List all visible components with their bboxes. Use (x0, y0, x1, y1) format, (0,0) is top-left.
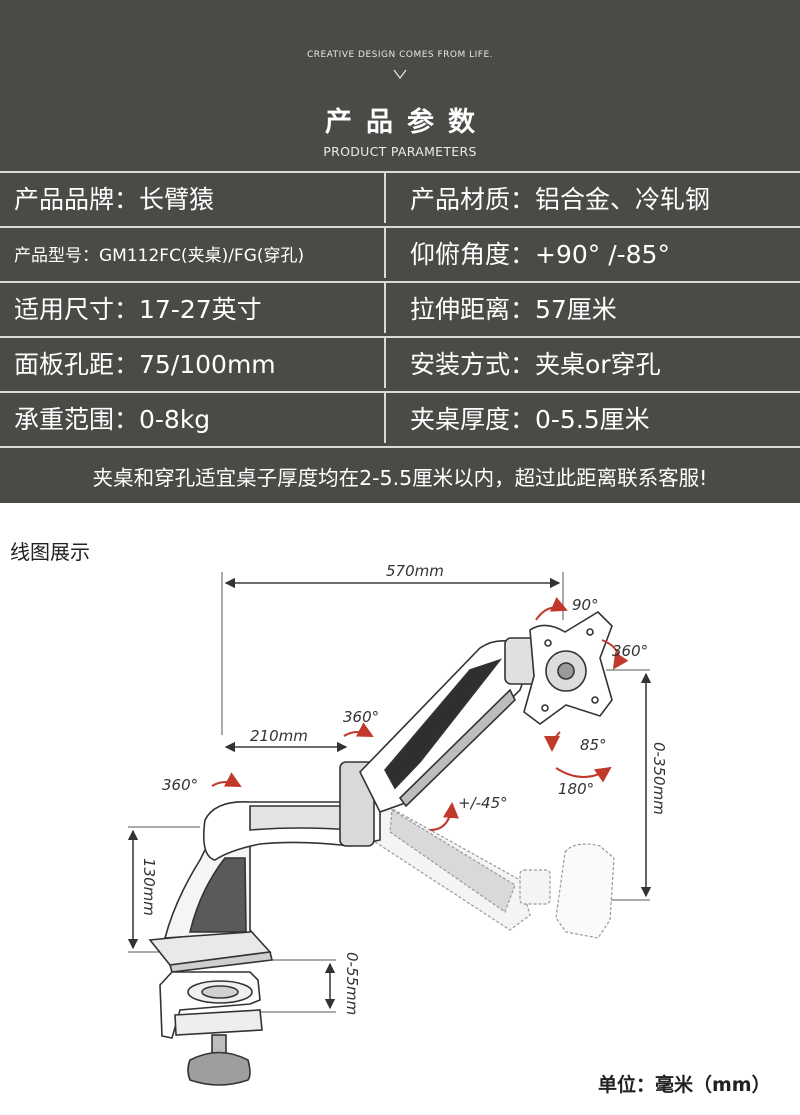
page-subtitle: PRODUCT PARAMETERS (323, 144, 477, 159)
rotation-360-mid-label: 360° (343, 708, 380, 726)
height-350-label: 0-350mm (650, 742, 668, 815)
arm-45-label: +/-45° (458, 794, 508, 812)
divider (384, 228, 386, 278)
spec-brand: 产品品牌：长臂猿 (14, 185, 215, 214)
unit-label: 单位：毫米（mm） (598, 1074, 771, 1096)
spec-vesa: 面板孔距：75/100mm (14, 350, 276, 379)
line-drawing: 570mm 210mm 90° 360° 360° 360° 85° 180° … (0, 540, 800, 1100)
width-210-label: 210mm (250, 727, 308, 745)
divider (384, 173, 386, 223)
spec-panel: CREATIVE DESIGN COMES FROM LIFE. 产品参数 PR… (0, 0, 800, 503)
width-570-label: 570mm (386, 562, 444, 580)
spec-tilt-angle: 仰俯角度：+90° /-85° (410, 240, 670, 269)
spec-mount-type: 安装方式：夹桌or穿孔 (410, 350, 661, 379)
diagram-heading: 线图展示 (10, 540, 90, 564)
desk-thickness-note: 夹桌和穿孔适宜桌子厚度均在2-5.5厘米以内，超过此距离联系客服! (0, 446, 800, 503)
spec-row: 承重范围：0-8kg 夹桌厚度：0-5.5厘米 (0, 391, 800, 443)
chevron-down-icon (393, 69, 407, 80)
tilt-85-label: 85° (580, 736, 607, 754)
spec-row: 适用尺寸：17-27英寸 拉伸距离：57厘米 (0, 281, 800, 333)
spec-row: 产品型号：GM112FC(夹桌)/FG(穿孔) 仰俯角度：+90° /-85° (0, 226, 800, 278)
monitor-arm-drawing-icon (127, 572, 652, 1086)
divider (384, 338, 386, 388)
spec-screen-size: 适用尺寸：17-27英寸 (14, 295, 262, 324)
spec-extension: 拉伸距离：57厘米 (410, 295, 617, 324)
divider (384, 283, 386, 333)
rotation-360-head-label: 360° (612, 642, 649, 660)
header: CREATIVE DESIGN COMES FROM LIFE. 产品参数 PR… (0, 6, 800, 171)
rotation-180-label: 180° (558, 780, 595, 798)
spec-row: 面板孔距：75/100mm 安装方式：夹桌or穿孔 (0, 336, 800, 388)
spec-row: 产品品牌：长臂猿 产品材质：铝合金、冷轧钢 (0, 171, 800, 223)
page-title: 产品参数 (325, 107, 489, 138)
spec-material: 产品材质：铝合金、冷轧钢 (410, 185, 711, 214)
rotation-360-base-label: 360° (162, 776, 199, 794)
tagline: CREATIVE DESIGN COMES FROM LIFE. (306, 50, 493, 60)
spec-model: 产品型号：GM112FC(夹桌)/FG(穿孔) (14, 245, 305, 266)
spec-clamp-thickness: 夹桌厚度：0-5.5厘米 (410, 405, 650, 434)
rotation-90-label: 90° (572, 596, 599, 614)
divider (384, 393, 386, 443)
spec-load: 承重范围：0-8kg (14, 405, 211, 434)
clamp-55-label: 0-55mm (343, 952, 361, 1016)
height-130-label: 130mm (140, 858, 158, 916)
